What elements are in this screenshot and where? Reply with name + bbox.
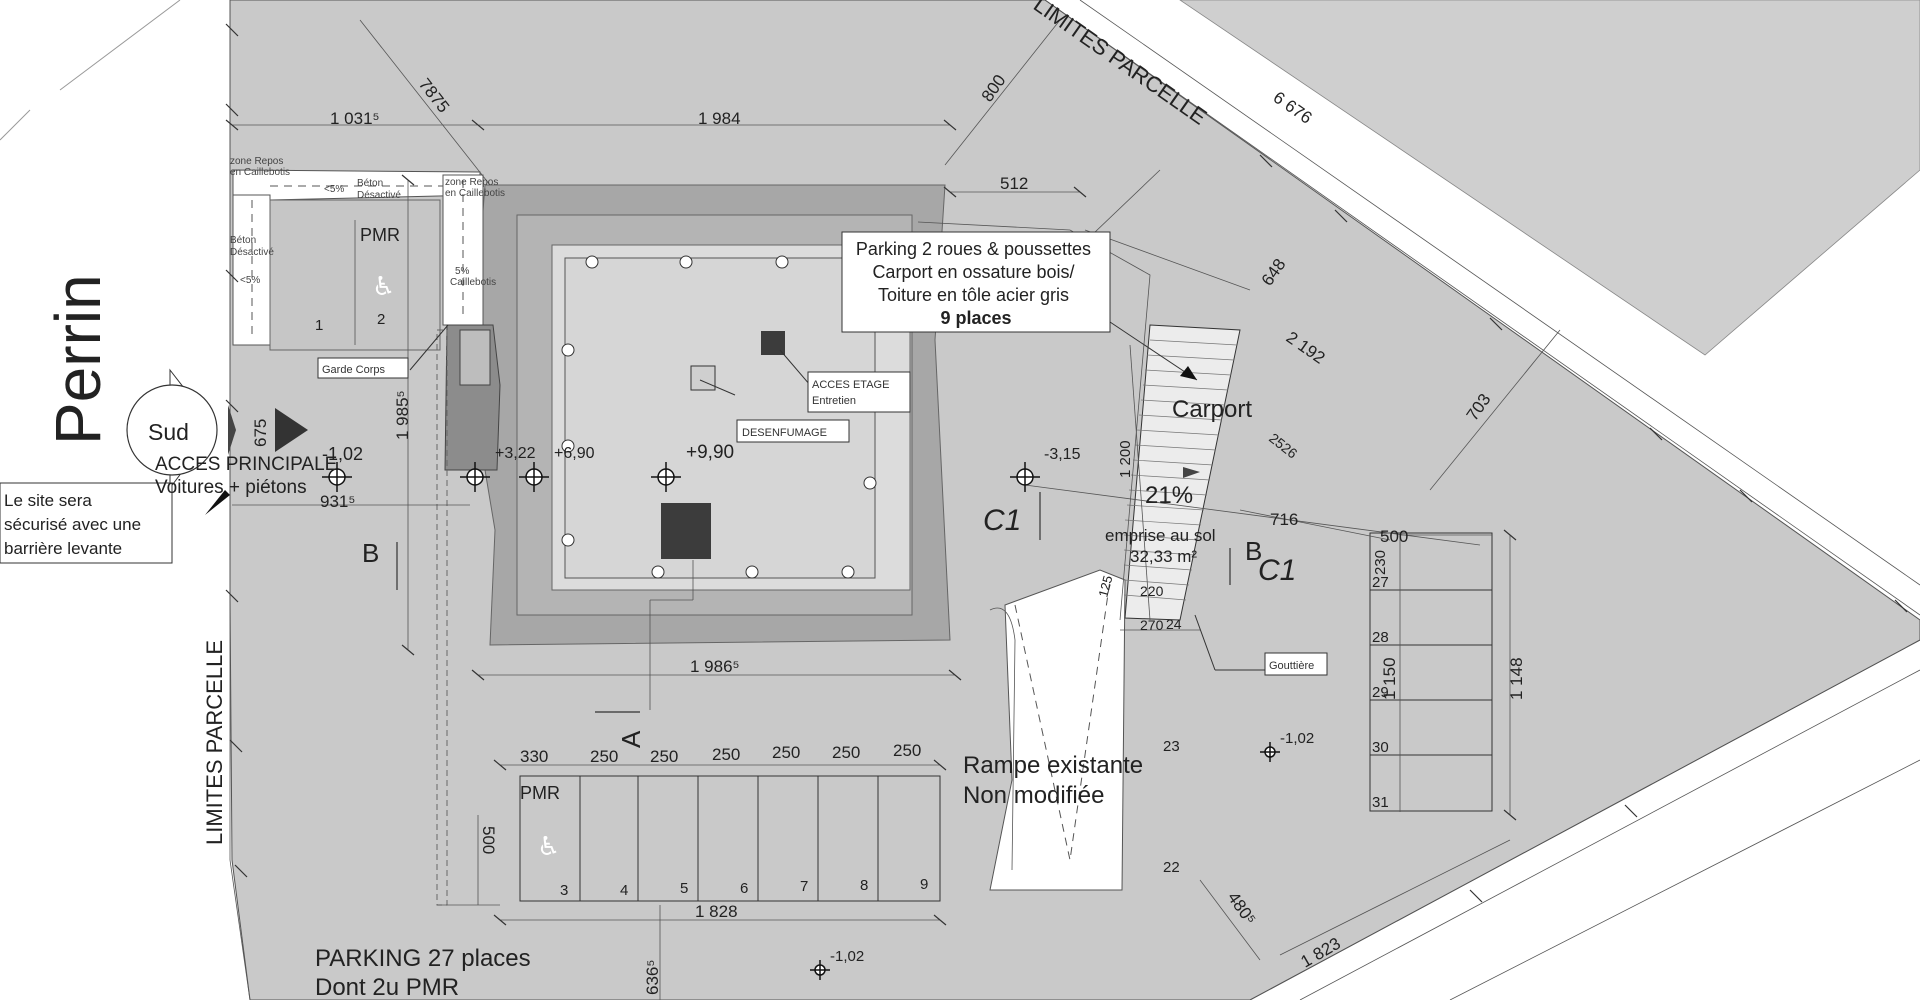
beton-left: Béton Désactivé (230, 235, 274, 258)
dim-220: 220 (1140, 583, 1164, 599)
dim-512: 512 (1000, 174, 1028, 193)
svg-text:♿: ♿ (243, 176, 259, 197)
dim-270: 270 (1140, 617, 1164, 633)
dim-22: 22 (1163, 859, 1180, 876)
dim-1031: 1 031⁵ (330, 109, 380, 128)
spot-9: 9 (920, 876, 928, 893)
dim-1148: 1 148 (1507, 657, 1526, 700)
dim-23: 23 (1163, 738, 1180, 755)
dim-500h: 500 (1380, 527, 1408, 546)
svg-text:♿: ♿ (537, 832, 560, 862)
spot-2: 2 (377, 311, 385, 328)
spot-30: 30 (1372, 739, 1389, 756)
slope-5-left: <5% (240, 275, 260, 286)
dim-250b: 250 (650, 747, 678, 766)
parking-bays-bottom (519, 775, 941, 902)
dim-19855: 1 985⁵ (393, 390, 412, 440)
smoke-vent (690, 365, 716, 391)
level-1: -1,02 (322, 444, 363, 464)
dim-125: 125 (1095, 574, 1115, 599)
zone-repos-left: zone Repos en Caillebotis (230, 156, 290, 178)
dim-1150: 1 150 (1380, 657, 1399, 700)
orientation-label: Sud (148, 419, 189, 445)
svg-text:♿: ♿ (372, 272, 395, 302)
dim-1984: 1 984 (698, 109, 741, 128)
carport-info-box: Parking 2 roues & poussettes Carport en … (856, 239, 1096, 328)
emprise-label: emprise au sol 32,33 m² (1105, 526, 1220, 566)
dim-1828: 1 828 (695, 902, 738, 921)
gouttiere-label: Gouttière (1269, 660, 1314, 672)
spot-1: 1 (315, 317, 323, 334)
spot-5: 5 (680, 880, 688, 897)
dim-330: 330 (520, 747, 548, 766)
spot-28: 28 (1372, 629, 1389, 646)
site-security-note: Le site sera sécurisé avec une barrière … (4, 491, 146, 558)
dim-250f: 250 (893, 741, 921, 760)
section-c-left: C1 (983, 504, 1021, 537)
level-4: +9,90 (686, 442, 734, 463)
spot-29: 29 (1372, 684, 1389, 701)
stair-core (661, 503, 711, 559)
slope-5-right: 5% (455, 266, 470, 277)
compass-south-icon (126, 368, 308, 490)
dim-250c: 250 (712, 745, 740, 764)
level-6: -3,15 (1044, 446, 1081, 463)
building-columns (561, 255, 877, 579)
dim-675: 675 (251, 419, 270, 447)
level-2: +3,22 (495, 445, 536, 462)
dim-19865: 1 986⁵ (690, 657, 740, 676)
section-a: A (616, 730, 646, 748)
pmr-label-bottom: PMR (520, 783, 560, 803)
level-7: -1,02 (1280, 730, 1314, 747)
spot-7: 7 (800, 878, 808, 895)
dim-230: 230 (1372, 550, 1389, 575)
level-markers (322, 462, 1280, 980)
dim-24: 24 (1166, 616, 1182, 632)
dim-250e: 250 (832, 743, 860, 762)
spot-8: 8 (860, 877, 868, 894)
level-8: -1,02 (830, 948, 864, 965)
dim-1200: 1 200 (1117, 440, 1134, 478)
spot-6: 6 (740, 880, 748, 897)
dim-6365: 636⁵ (643, 960, 662, 995)
main-access-label: ACCES PRINCIPALE Voitures + piétons (155, 454, 343, 498)
dim-250a: 250 (590, 747, 618, 766)
slope-label: 21% (1145, 482, 1193, 509)
section-b-right: B (1245, 536, 1262, 566)
caillebotis-right: Caillebotis (450, 277, 496, 288)
wheelchair-icon: ♿ ♿ ♿ ♿ (243, 176, 560, 862)
desenfumage-label: DESENFUMAGE (742, 427, 827, 439)
parking-label: PARKING 27 places Dont 2u PMR (315, 945, 537, 1000)
acces-etage-label: ACCES ETAGE Entretien (812, 379, 893, 407)
garde-corps-label: Garde Corps (322, 364, 385, 376)
dim-250d: 250 (772, 743, 800, 762)
dim-500v: 500 (479, 826, 498, 854)
carport-label: Carport (1172, 396, 1252, 423)
beton-top: Béton Désactivé (357, 178, 401, 201)
spot-3: 3 (560, 882, 568, 899)
zone-repos-right: zone Repos en Caillebotis (445, 177, 505, 199)
existing-ramp (989, 569, 1126, 891)
section-b-left: B (362, 538, 379, 568)
street-name: Perrin (42, 274, 114, 445)
svg-text:♿: ♿ (449, 199, 465, 220)
dim-9315: 931⁵ (320, 492, 355, 511)
spot-31: 31 (1372, 794, 1389, 811)
parking-bays-right (1369, 532, 1493, 812)
spot-4: 4 (620, 882, 628, 899)
section-c-right: C1 (1258, 554, 1296, 587)
slope-5-top: <5% (324, 184, 344, 195)
level-3: +6,90 (554, 445, 595, 462)
neighbor-area (1179, 0, 1920, 356)
rampe-label: Rampe existante Non modifiée (963, 752, 1150, 809)
boundary-left-label: LIMITES PARCELLE (202, 640, 227, 845)
spot-27: 27 (1372, 574, 1389, 591)
pmr-label-top: PMR (360, 225, 400, 245)
dim-716: 716 (1270, 510, 1298, 529)
